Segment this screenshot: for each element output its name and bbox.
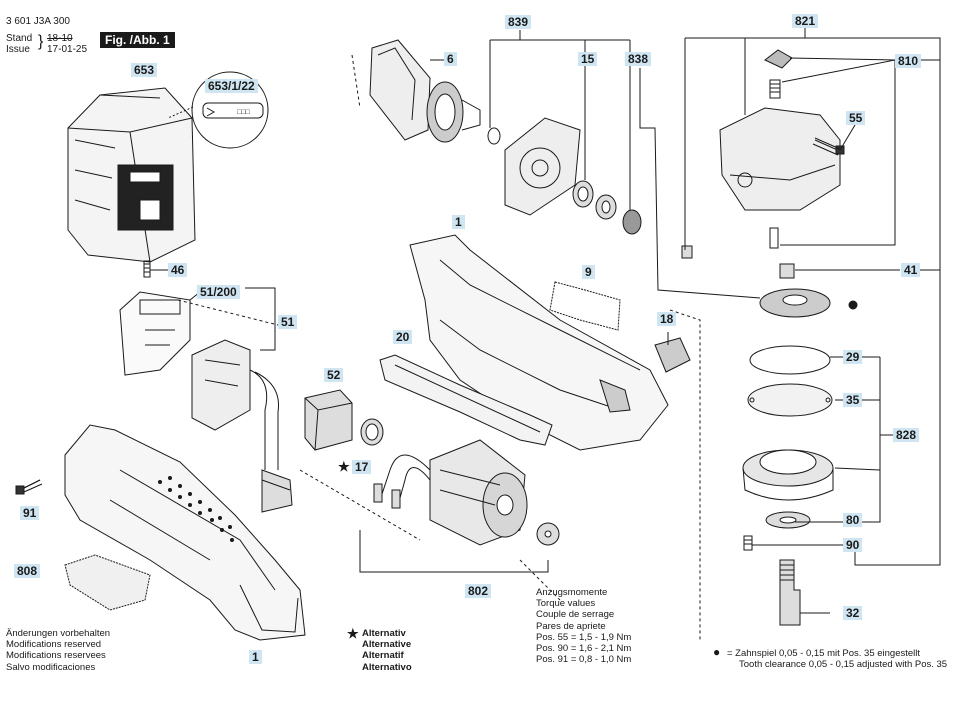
callout-90[interactable]: 90 xyxy=(843,538,863,552)
callout-821[interactable]: 821 xyxy=(792,14,819,28)
callout-32[interactable]: 32 xyxy=(843,606,863,620)
modifications-note: Änderungen vorbehalten Modifications res… xyxy=(6,628,111,673)
callout-839[interactable]: 839 xyxy=(505,15,532,29)
callout-15[interactable]: 15 xyxy=(578,52,598,66)
slider-20 xyxy=(380,355,552,445)
clearance-bullet-marker xyxy=(849,301,857,309)
gear-head-housing-821 xyxy=(720,108,840,210)
callout-810[interactable]: 810 xyxy=(895,54,922,68)
callout-808[interactable]: 808 xyxy=(14,564,41,578)
battery-pack-653 xyxy=(68,88,195,262)
spindle-lock-810 xyxy=(765,50,792,248)
callout-802[interactable]: 802 xyxy=(465,584,492,598)
stand-date-old: 18-10 xyxy=(47,33,73,44)
fan-cover-6 xyxy=(370,40,430,140)
callout-6[interactable]: 6 xyxy=(444,52,457,66)
callout-828[interactable]: 828 xyxy=(893,428,920,442)
tooth-clearance-note: = Zahnspiel 0,05 - 0,15 mit Pos. 35 eing… xyxy=(727,648,948,671)
o-ring-29 xyxy=(750,346,830,374)
grip-dots xyxy=(158,476,234,542)
leader-838 xyxy=(640,68,760,298)
bushing-17 xyxy=(361,419,383,445)
shim-80 xyxy=(766,512,810,528)
clearance-bullet: ● xyxy=(713,645,721,659)
leader-839 xyxy=(490,30,630,210)
screw-46 xyxy=(144,261,168,277)
figure-label: Fig. /Abb. 1 xyxy=(100,32,175,48)
switch-51 xyxy=(192,340,292,512)
needle-sleeve-41 xyxy=(682,246,794,278)
washer-839 xyxy=(488,128,500,144)
shim-35 xyxy=(748,384,832,416)
callout-51-200[interactable]: 51/200 xyxy=(197,285,240,299)
callout-20[interactable]: 20 xyxy=(393,330,413,344)
alternative-star-17: ★ xyxy=(338,459,350,474)
callout-80[interactable]: 80 xyxy=(843,513,863,527)
callout-1-bottom[interactable]: 1 xyxy=(249,650,262,664)
callout-55[interactable]: 55 xyxy=(846,111,866,125)
label-detail-dots: □□□ xyxy=(237,109,250,116)
pinion-838 xyxy=(623,210,641,234)
callout-51[interactable]: 51 xyxy=(278,315,298,329)
button-18 xyxy=(655,338,690,372)
leader-802 xyxy=(360,530,548,572)
housing-half-1-bottom xyxy=(65,425,305,640)
housing-half-1-top xyxy=(410,235,668,450)
motor-802 xyxy=(430,440,527,545)
callout-46[interactable]: 46 xyxy=(168,263,188,277)
torque-values-note: Anzugsmomente Torque values Couple de se… xyxy=(536,587,632,666)
label-808 xyxy=(65,555,150,610)
callout-18[interactable]: 18 xyxy=(657,312,677,326)
screw-90 xyxy=(744,536,752,550)
motor-leads xyxy=(374,455,430,508)
fan-802 xyxy=(537,523,559,545)
bearing-15 xyxy=(573,181,616,219)
callout-52[interactable]: 52 xyxy=(324,368,344,382)
crown-gear xyxy=(760,289,830,317)
gear-wheel-6 xyxy=(427,82,480,142)
callout-653-1-22[interactable]: 653/1/22 xyxy=(205,79,258,93)
callout-9[interactable]: 9 xyxy=(582,265,595,279)
stand-label: Stand xyxy=(6,33,33,44)
callout-35[interactable]: 35 xyxy=(843,393,863,407)
alternative-note: Alternativ Alternative Alternatif Altern… xyxy=(362,628,412,673)
callout-41[interactable]: 41 xyxy=(901,263,921,277)
issue-label: Issue xyxy=(6,44,30,55)
brace: } xyxy=(38,33,44,50)
document-number: 3 601 J3A 300 xyxy=(6,16,70,27)
spindle-32 xyxy=(780,560,800,625)
callout-17[interactable]: 17 xyxy=(352,460,372,474)
callout-29[interactable]: 29 xyxy=(843,350,863,364)
bearing-plate-839 xyxy=(505,118,580,215)
bearing-flange-828 xyxy=(743,450,833,500)
callout-838[interactable]: 838 xyxy=(625,52,652,66)
screw-91 xyxy=(16,480,42,494)
callout-91[interactable]: 91 xyxy=(20,506,40,520)
leader-51 xyxy=(245,288,275,350)
label-9 xyxy=(550,282,620,330)
issue-date: 17-01-25 xyxy=(47,44,88,55)
alternative-star: ★ xyxy=(347,626,359,641)
part-52 xyxy=(305,390,352,450)
callout-1-top[interactable]: 1 xyxy=(452,215,465,229)
switch-bracket-51-200 xyxy=(120,292,200,375)
callout-653[interactable]: 653 xyxy=(131,63,158,77)
